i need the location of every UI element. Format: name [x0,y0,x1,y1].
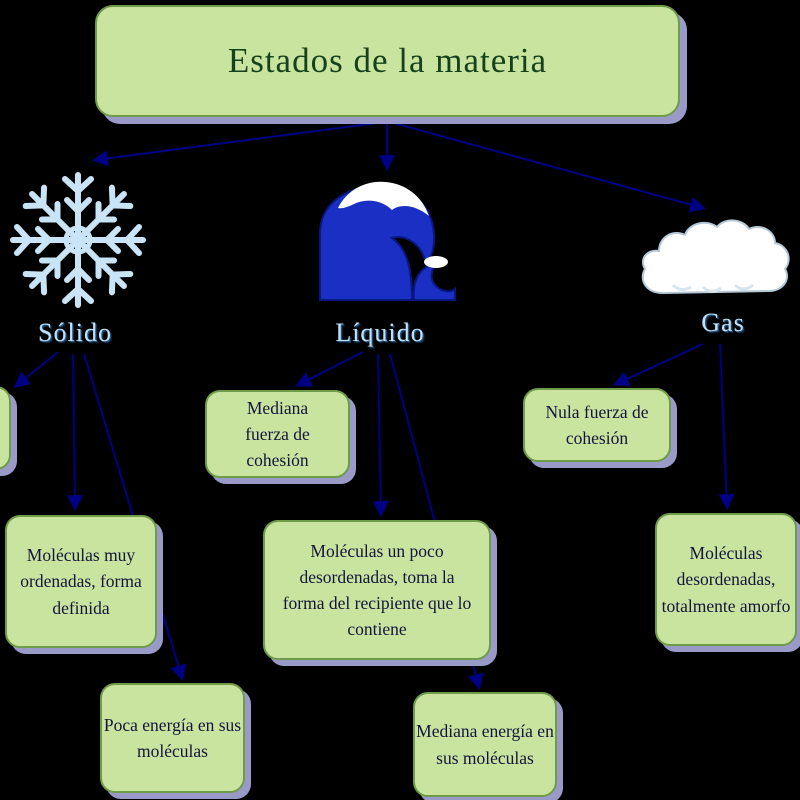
box-liquido-energy: Mediana energía en sus moléculas [413,692,557,797]
box-gas-molecules-text: Moléculas desordenadas, totalmente amorf… [661,543,791,616]
box-liquido-molecules: Moléculas un poco desordenadas, toma la … [263,520,491,660]
box-solido-molecules: Moléculas muy ordenadas, forma definida [5,515,157,648]
arrow-liquido-to-molecules [372,353,389,518]
arrow-liquido-to-cohesion [295,351,364,387]
box-liquido-energy-text: Mediana energía en sus moléculas [416,721,554,768]
page-title: Estados de la materia [227,41,548,80]
arrow-title-to-solido [91,121,386,167]
box-gas-molecules: Moléculas desordenadas, totalmente amorf… [655,513,797,646]
box-gas-cohesion-text: Nula fuerza de cohesión [545,401,649,448]
box-solido-energy: Poca energía en sus moléculas [100,683,245,793]
title-box: Estados de la materia [95,5,680,117]
snowflake-icon [3,165,153,320]
box-solido-molecules-text: Moléculas muy ordenadas, forma definida [20,545,142,618]
box-solido-energy-text: Poca energía en sus moléculas [103,714,242,761]
wave-icon [308,172,458,307]
box-liquido-cohesion-text: Mediana fuerza de cohesión [245,397,310,471]
arrow-solido-to-cohesion [13,351,59,389]
arrow-gas-to-cohesion [613,343,704,386]
state-label-solido: Sólido [38,318,112,347]
arrow-gas-to-molecules [718,343,735,511]
state-label-liquido: Líquido [335,318,425,347]
box-liquido-cohesion: Mediana fuerza de cohesión [205,390,350,478]
box-gas-cohesion: Nula fuerza de cohesión [523,388,671,462]
box-solido-cohesion-cutoff [0,386,11,470]
cloud-icon [633,215,793,310]
state-label-gas: Gas [701,308,745,337]
arrow-solido-to-molecules [66,353,83,512]
box-liquido-molecules-text: Moléculas un poco desordenadas, toma la … [282,540,472,640]
